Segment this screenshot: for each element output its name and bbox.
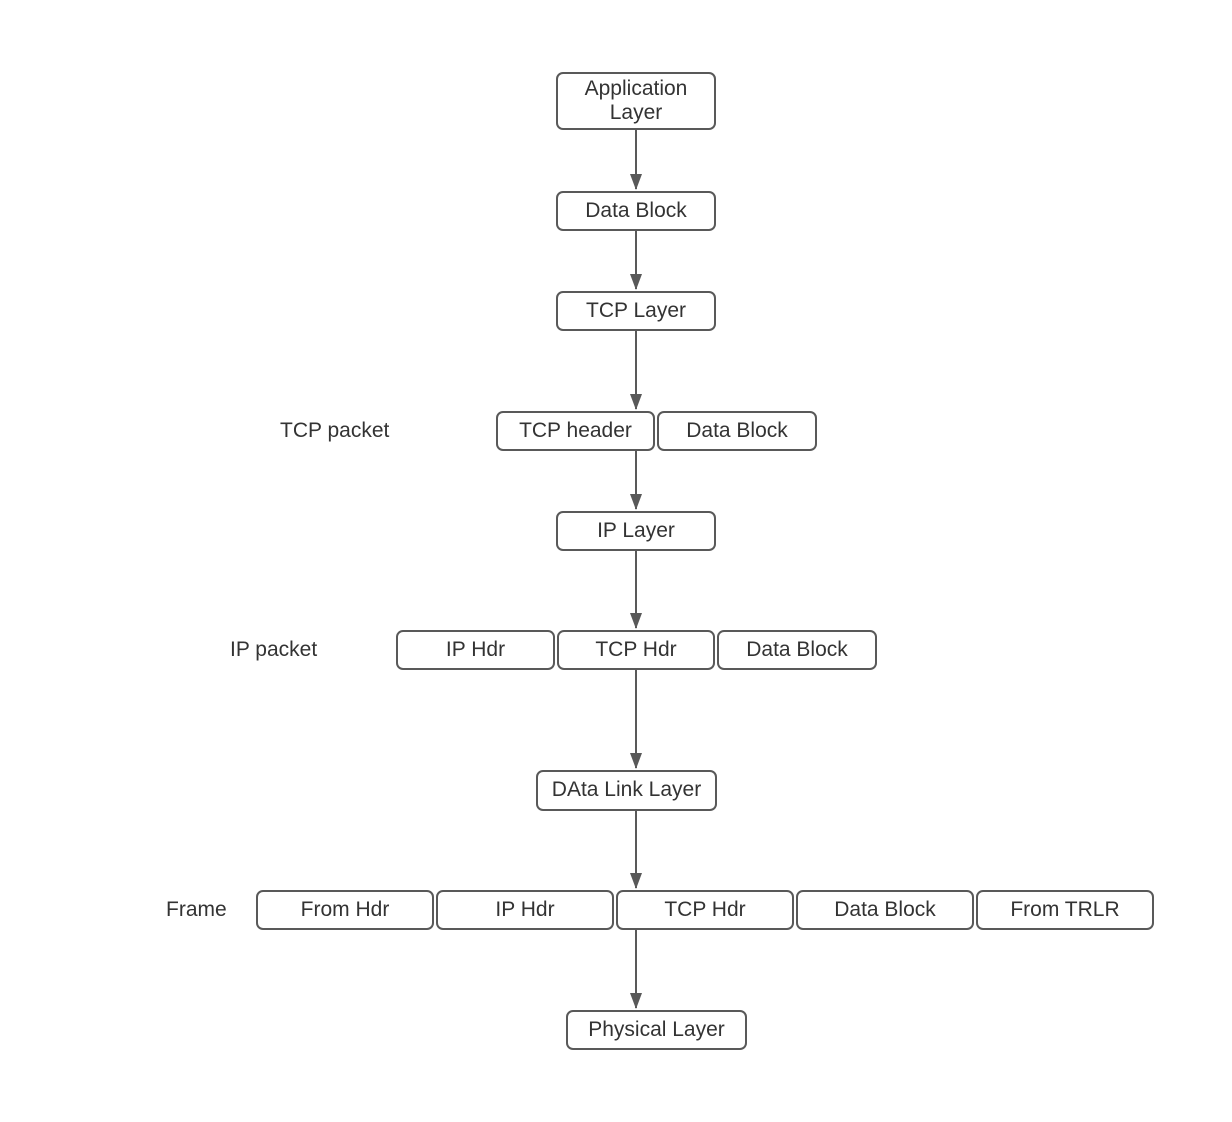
node-ip-layer: IP Layer: [556, 511, 716, 551]
label-frame: Frame: [166, 898, 227, 921]
node-ip-packet-ip-hdr: IP Hdr: [396, 630, 555, 670]
node-tcp-header: TCP header: [496, 411, 655, 451]
node-data-link-layer: DAta Link Layer: [536, 770, 717, 811]
label-ip-packet: IP packet: [230, 638, 318, 661]
node-frame-from-trlr: From TRLR: [976, 890, 1154, 930]
node-frame-from-hdr: From Hdr: [256, 890, 434, 930]
node-tcp-layer: TCP Layer: [556, 291, 716, 331]
label-tcp-packet: TCP packet: [280, 419, 390, 442]
node-ip-packet-tcp-hdr: TCP Hdr: [557, 630, 715, 670]
node-frame-data-block: Data Block: [796, 890, 974, 930]
node-application-layer: Application Layer: [556, 72, 716, 130]
node-data-block-top: Data Block: [556, 191, 716, 231]
node-frame-tcp-hdr: TCP Hdr: [616, 890, 794, 930]
node-physical-layer: Physical Layer: [566, 1010, 747, 1050]
node-ip-packet-data-block: Data Block: [717, 630, 877, 670]
node-frame-ip-hdr: IP Hdr: [436, 890, 614, 930]
node-tcp-packet-data-block: Data Block: [657, 411, 817, 451]
